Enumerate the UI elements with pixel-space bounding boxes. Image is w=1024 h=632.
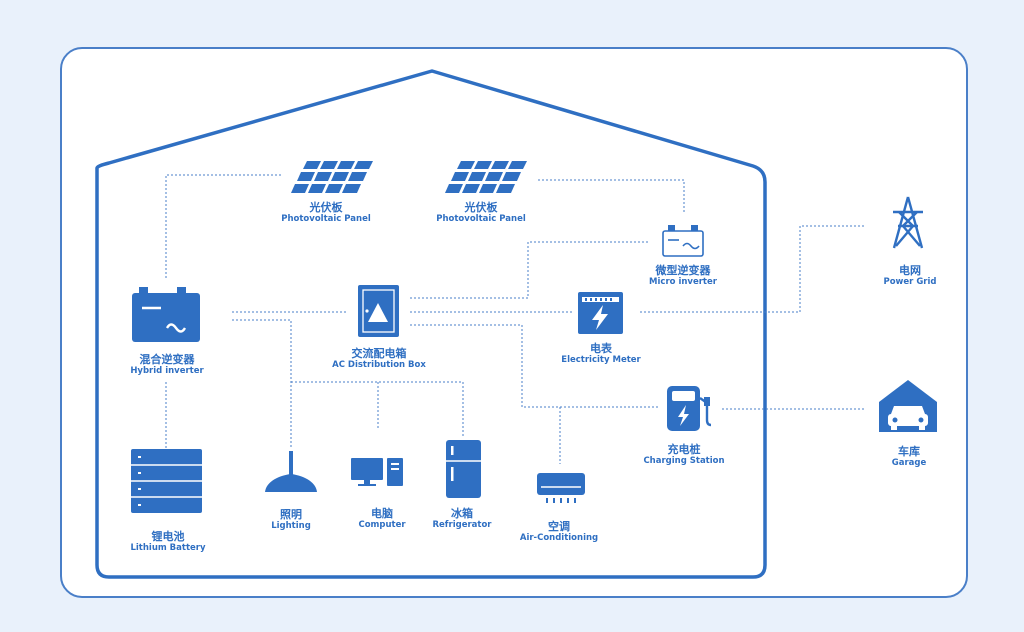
garage-label-zh: 车库: [898, 445, 920, 458]
meter-label: 电表 Electricity Meter: [561, 342, 641, 365]
power-tower-icon: [892, 196, 924, 249]
battery-outline-icon: [662, 225, 704, 257]
micro-label: 微型逆变器 Micro inverter: [649, 264, 717, 287]
acbox-label-zh: 交流配电箱: [351, 347, 407, 360]
hybrid-label: 混合逆变器 Hybrid inverter: [130, 353, 204, 376]
pv2-label-zh: 光伏板: [464, 201, 498, 214]
ac-label-zh: 空调: [547, 520, 570, 533]
line-pv1-hybrid: [165, 174, 283, 278]
battery-label-en: Lithium Battery: [130, 542, 206, 553]
grid-label-zh: 电网: [898, 264, 921, 277]
fridge-label: 冰箱 Refrigerator: [432, 507, 492, 530]
lighting-label-zh: 照明: [279, 508, 302, 521]
garage-label: 车库 Garage: [891, 445, 927, 468]
line-hybrid-lighting: [232, 319, 292, 448]
solar-panel-icon: [445, 161, 527, 193]
fridge-label-zh: 冰箱: [451, 507, 473, 520]
pv2-label-en: Photovoltaic Panel: [436, 213, 526, 224]
grid-label: 电网 Power Grid: [883, 264, 937, 287]
ceiling-lamp-icon: [265, 451, 317, 492]
pv1-label-en: Photovoltaic Panel: [281, 213, 371, 224]
computer-label-en: Computer: [358, 519, 406, 530]
pv1-label: 光伏板 Photovoltaic Panel: [281, 201, 371, 224]
acbox-label-en: AC Distribution Box: [332, 359, 426, 370]
computer-icon: [351, 458, 403, 486]
computer-label-zh: 电脑: [371, 507, 393, 520]
house-outline: [95, 69, 767, 579]
ac-label: 空调 Air-Conditioning: [519, 520, 599, 543]
refrigerator-icon: [446, 440, 481, 498]
battery-label-zh: 锂电池: [151, 530, 185, 543]
micro-label-zh: 微型逆变器: [655, 264, 711, 277]
garage-car-icon: [879, 380, 937, 432]
acbox-label: 交流配电箱 AC Distribution Box: [332, 347, 426, 370]
charging-label-en: Charging Station: [643, 455, 725, 466]
line-micro-acbox: [410, 241, 650, 299]
distribution-box-icon: [358, 285, 399, 337]
charging-station-icon: [667, 386, 712, 431]
computer-label: 电脑 Computer: [358, 507, 406, 530]
ac-label-en: Air-Conditioning: [519, 532, 599, 543]
charging-label-zh: 充电桩: [667, 443, 701, 456]
battery-stack-icon: [131, 449, 202, 513]
battery-label: 锂电池 Lithium Battery: [130, 530, 206, 553]
grid-label-en: Power Grid: [883, 276, 937, 287]
lighting-label: 照明 Lighting: [271, 508, 311, 531]
line-pv2-micro: [538, 179, 685, 214]
pv2-label: 光伏板 Photovoltaic Panel: [436, 201, 526, 224]
meter-label-en: Electricity Meter: [561, 354, 641, 365]
electricity-meter-icon: [578, 292, 623, 334]
pv1-label-zh: 光伏板: [309, 201, 343, 214]
connection-lines: [165, 174, 866, 464]
lighting-label-en: Lighting: [271, 520, 311, 531]
hybrid-label-en: Hybrid inverter: [130, 365, 204, 376]
charging-label: 充电桩 Charging Station: [643, 443, 725, 466]
fridge-label-en: Refrigerator: [432, 519, 492, 530]
garage-label-en: Garage: [891, 457, 927, 468]
line-loads-bus: [291, 381, 464, 436]
meter-label-zh: 电表: [589, 342, 612, 355]
line-meter-grid: [640, 225, 866, 313]
hybrid-label-zh: 混合逆变器: [139, 353, 195, 366]
line-acbox-charging: [410, 324, 658, 408]
diagram-card: [60, 47, 968, 598]
air-conditioner-icon: [537, 473, 585, 503]
hybrid-inverter-icon: [132, 287, 200, 342]
solar-panel-icon: [291, 161, 373, 193]
micro-label-en: Micro inverter: [649, 276, 717, 287]
